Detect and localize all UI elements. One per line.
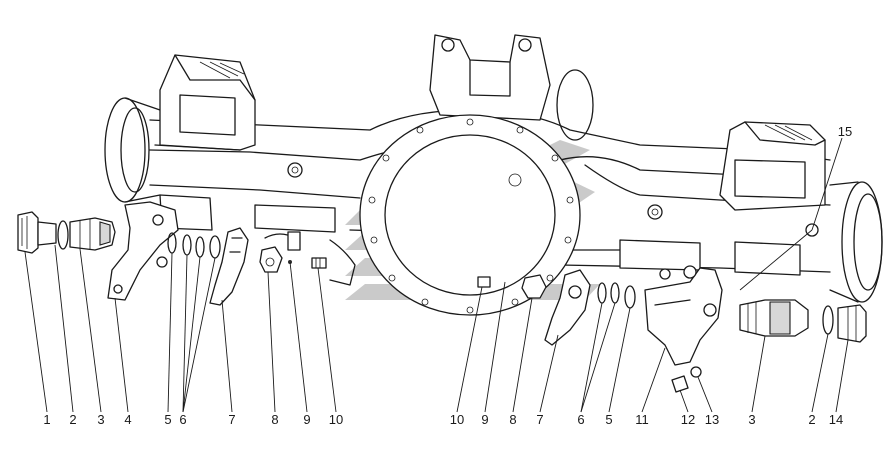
left-exploded-parts [17,201,327,306]
right-part-2-washer [822,305,834,335]
beam-bolts [287,162,663,220]
callout-left-1: 1 [43,412,51,427]
callout-right-14: 14 [828,412,844,427]
right-part-5-ring [624,285,636,309]
callout-right-3: 3 [748,412,756,427]
right-part-12-pin [671,375,689,393]
callout-right-6: 6 [577,412,585,427]
top-bracket [429,34,551,121]
left-part-7-fork [209,227,249,306]
callout-left-5: 5 [164,412,172,427]
left-part-6-rings [182,234,221,259]
callout-left-10: 10 [328,412,344,427]
rear-cover [556,69,594,141]
left-leader-lines [24,244,337,413]
callout-right-2: 2 [808,412,816,427]
left-part-4-lever [107,201,179,301]
callout-left-2: 2 [69,412,77,427]
right-part-13-clip [690,366,702,378]
right-part-3-bushing [739,299,809,337]
callout-right-7: 7 [536,412,544,427]
callout-left-3: 3 [97,412,105,427]
left-part-8-nut [259,246,283,273]
right-spring-seat [719,121,826,211]
left-part-9-pin [287,231,301,264]
left-part-10-bolt [311,257,327,269]
left-hub-flange [104,97,161,203]
center-housing-ring [359,114,581,316]
right-part-10-bolt [477,276,491,288]
callout-right-11: 11 [635,412,649,427]
right-part-8-nut [521,274,547,299]
left-part-2-washer [57,220,69,250]
callout-right-15: 15 [837,124,853,139]
right-leader-lines [456,137,849,413]
callout-right-10: 10 [449,412,465,427]
right-hub-flange [829,181,883,303]
left-part-5-ring [167,232,177,254]
callout-right-12: 12 [680,412,696,427]
callout-right-9: 9 [481,412,489,427]
callout-right-13: 13 [704,412,720,427]
left-lower-brackets [159,194,356,286]
callout-left-7: 7 [228,412,236,427]
left-part-3-bushing [69,217,116,251]
callout-left-8: 8 [271,412,279,427]
callout-left-6: 6 [179,412,187,427]
left-spring-seat [154,54,256,151]
callout-left-9: 9 [303,412,311,427]
left-part-1-cap [17,211,57,254]
callout-left-4: 4 [124,412,132,427]
callout-right-8: 8 [509,412,517,427]
right-lower-bracket [619,239,801,280]
right-part-11-lever [644,265,723,366]
callout-right-5: 5 [605,412,613,427]
right-part-6-rings [597,282,620,304]
right-part-14-cap [837,304,867,343]
right-part-7-fork [544,269,591,346]
